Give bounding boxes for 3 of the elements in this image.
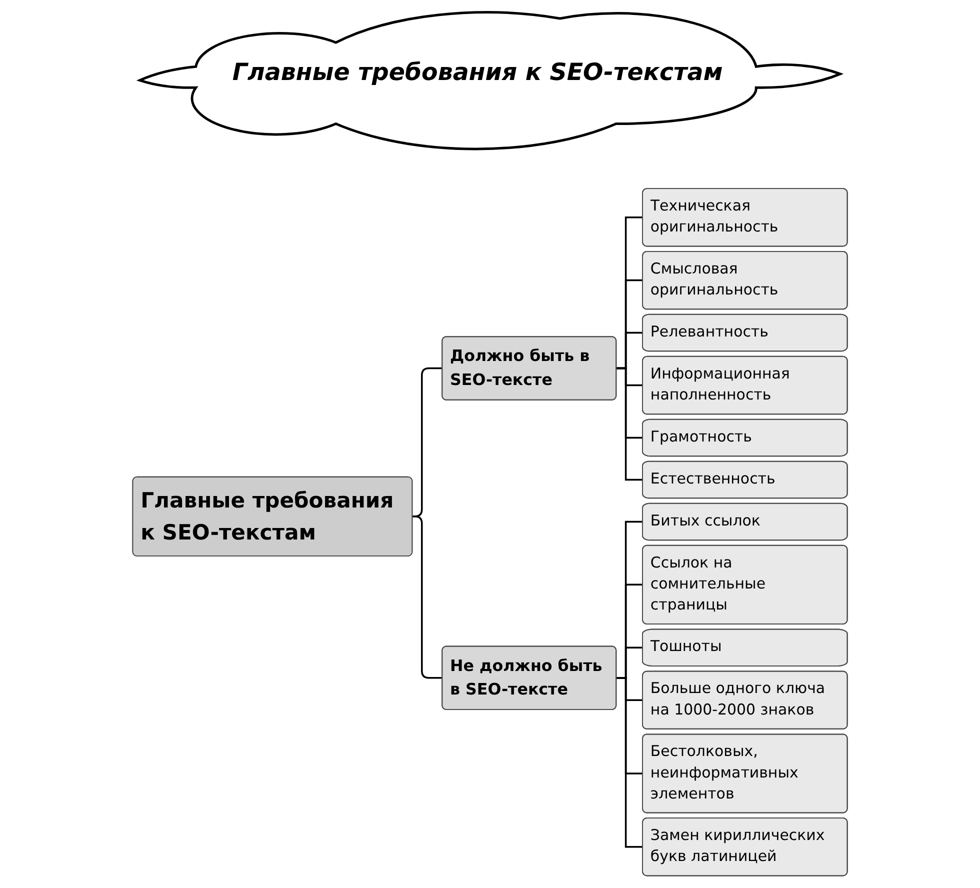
connector	[412, 516, 442, 679]
connector	[616, 367, 642, 481]
connector	[616, 676, 642, 848]
